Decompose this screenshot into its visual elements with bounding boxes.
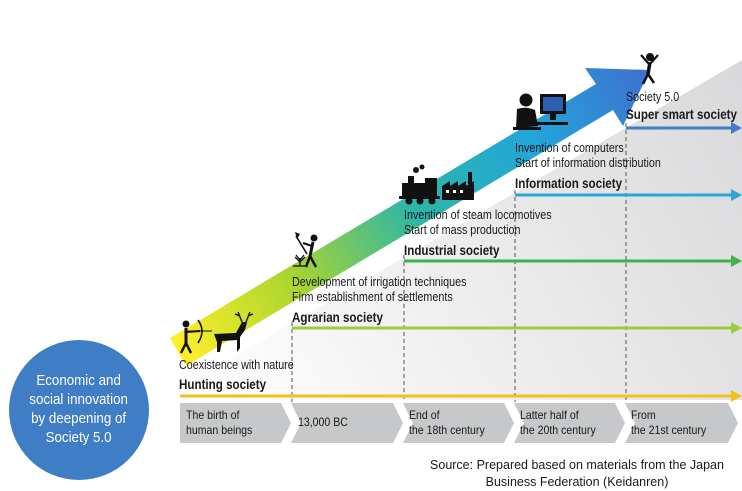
industrial-society-label: Industrial society: [404, 243, 500, 258]
circle-text: Economic and social innovation by deepen…: [29, 373, 129, 446]
deer-icon: [214, 311, 254, 352]
industrial-society-description: Invention of steam locomotives Start of …: [404, 208, 552, 237]
timeline-step-5: [625, 403, 738, 443]
society-5-innovation-circle: Economic and social innovation by deepen…: [9, 340, 149, 480]
archer-icon: [179, 319, 212, 354]
society-5-label: Society 5.0: [626, 90, 680, 104]
jumping-person-icon: [640, 53, 659, 85]
agrarian-society-label: Agrarian society: [292, 310, 383, 325]
timeline-chevrons: [180, 403, 738, 443]
timeline-step-2: [291, 403, 403, 443]
super-smart-society-label: Super smart society: [626, 107, 737, 122]
factory-icon: [442, 172, 474, 200]
plant-icon: [293, 254, 307, 267]
timeline-label-13000-bc: 13,000 BC: [298, 415, 348, 429]
source-note: Source: Prepared based on materials from…: [430, 458, 724, 489]
background-wedge: [160, 60, 742, 400]
information-society-label: Information society: [515, 176, 623, 191]
computer-user-icon: [513, 93, 568, 130]
rising-arrow: [170, 68, 650, 366]
industrial-society-arrow: [404, 255, 742, 267]
timeline-step-4: [514, 403, 625, 443]
steam-locomotive-icon: [399, 164, 440, 205]
agrarian-society-description: Development of irrigation techniques Fir…: [292, 275, 467, 304]
agrarian-society-arrow: [292, 322, 742, 334]
farmer-icon: [295, 232, 318, 268]
timeline-step-1: [180, 403, 291, 443]
information-society-description: Invention of computers Start of informat…: [515, 141, 661, 170]
hunting-society-arrow: [180, 390, 742, 402]
hunting-society-label: Hunting society: [179, 377, 267, 392]
timeline-step-3: [403, 403, 514, 443]
information-society-arrow: [515, 189, 742, 201]
hunting-society-description: Coexistence with nature: [179, 358, 294, 372]
super-smart-society-arrow: [626, 122, 742, 134]
